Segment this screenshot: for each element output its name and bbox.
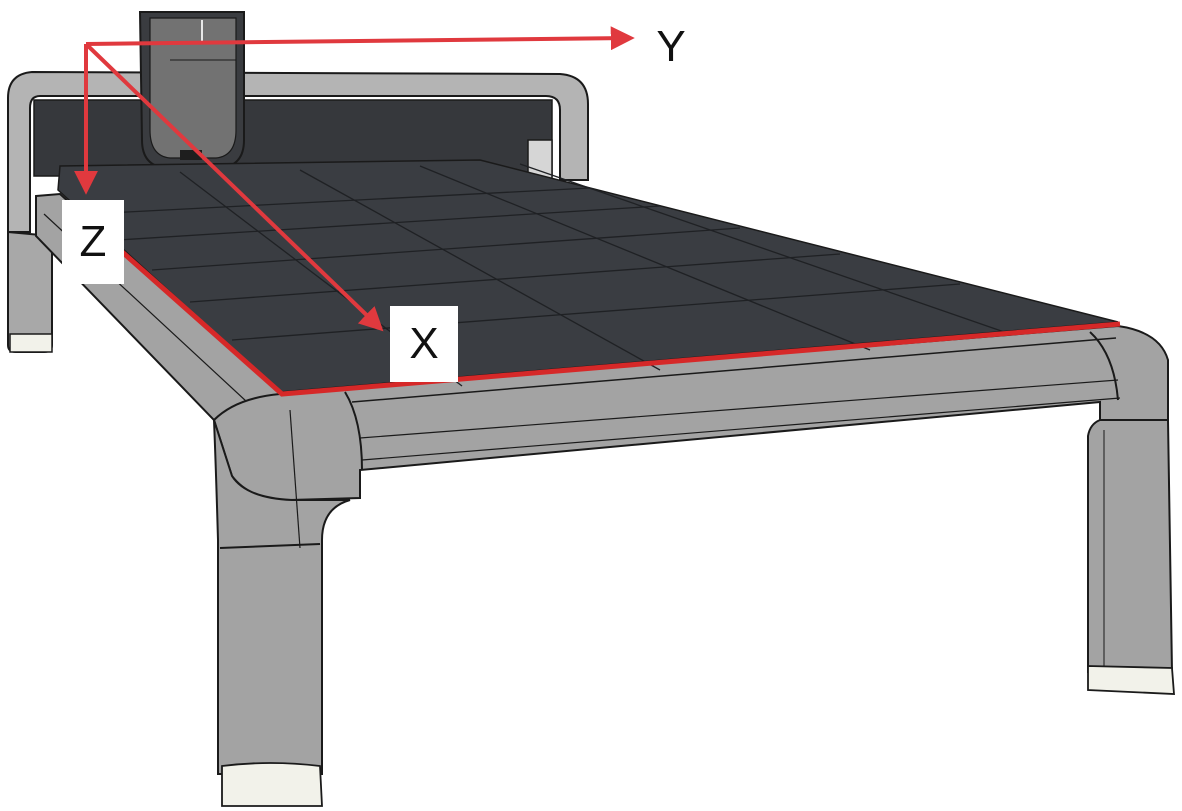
table-top <box>57 159 1121 397</box>
x-axis-label: X <box>390 306 458 382</box>
z-axis-label: Z <box>62 200 124 284</box>
front-right-leg <box>1087 419 1175 695</box>
front-left-leg <box>213 409 351 807</box>
spindle-carriage <box>138 11 245 169</box>
axis-arrows <box>74 26 635 332</box>
y-axis-arrow <box>85 26 635 51</box>
y-axis-label: Y <box>656 22 686 71</box>
x-axis-arrow <box>84 42 384 332</box>
